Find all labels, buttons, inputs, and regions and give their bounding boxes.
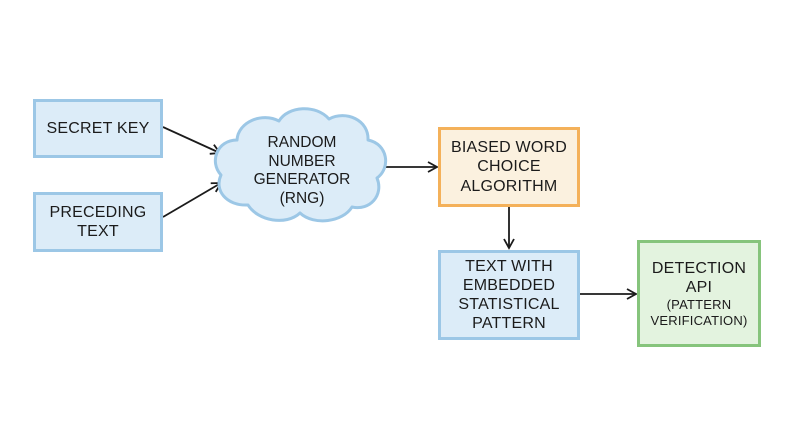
detection-api-node: DETECTION API (PATTERN VERIFICATION) (637, 240, 761, 347)
biased-algorithm-label-line1: BIASED WORD (451, 139, 567, 157)
biased-algorithm-label-line2: CHOICE (477, 158, 541, 176)
secret-key-node: SECRET KEY (33, 99, 163, 158)
detection-api-label-line2: API (685, 278, 713, 296)
text-pattern-label-line1: TEXT WITH (465, 257, 553, 275)
detection-api-label-line4: VERIFICATION) (650, 312, 748, 328)
preceding-text-label-line1: PRECEDING (49, 203, 147, 221)
arrow-preceding-text-to-rng (162, 182, 223, 218)
text-pattern-label-line2: EMBEDDED (462, 276, 556, 294)
preceding-text-node: PRECEDING TEXT (33, 192, 163, 252)
rng-label-line1: RANDOM (267, 134, 337, 151)
secret-key-label: SECRET KEY (46, 119, 150, 137)
biased-algorithm-label-line3: ALGORITHM (460, 177, 558, 195)
biased-algorithm-node: BIASED WORD CHOICE ALGORITHM (438, 127, 580, 207)
text-pattern-label-line4: PATTERN (472, 315, 546, 333)
text-pattern-label-line3: STATISTICAL (458, 296, 560, 313)
rng-label-line2: NUMBER (268, 152, 336, 170)
rng-label-line3: GENERATOR (253, 171, 351, 189)
rng-label: RANDOM NUMBER GENERATOR (RNG) (236, 134, 368, 208)
rng-cloud (214, 107, 388, 223)
text-pattern-node: TEXT WITH EMBEDDED STATISTICAL PATTERN (438, 250, 580, 340)
preceding-text-label-line2: TEXT (77, 223, 119, 240)
detection-api-label-line1: DETECTION (651, 259, 747, 277)
detection-api-label-line3: (PATTERN (666, 297, 732, 313)
rng-label-line4: (RNG) (279, 189, 325, 207)
arrow-secret-key-to-rng (162, 126, 222, 155)
